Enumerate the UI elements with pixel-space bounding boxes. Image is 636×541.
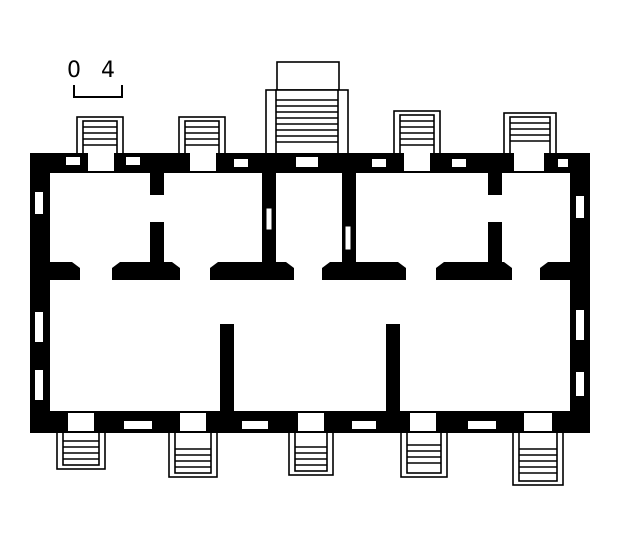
partition-windows [265, 207, 352, 251]
outer-walls [30, 153, 590, 433]
south-stair-2 [168, 430, 218, 478]
north-main-stair [265, 61, 349, 156]
south-stair-1 [56, 430, 106, 470]
scale-bar-line [73, 85, 123, 98]
door-notches [72, 262, 548, 268]
south-stair-4 [400, 430, 448, 478]
north-stair-1 [76, 116, 124, 156]
south-stair-5 [512, 430, 564, 486]
interior-walls [50, 173, 570, 411]
scale-end-label: 4 [101, 58, 115, 83]
north-stair-3 [393, 110, 441, 156]
scale-bar: 0 4 [67, 58, 123, 98]
south-stair-3 [288, 430, 334, 476]
north-stair-2 [178, 116, 226, 156]
scale-start-label: 0 [67, 58, 81, 83]
north-stair-4 [503, 112, 557, 156]
wall-openings [35, 153, 584, 431]
